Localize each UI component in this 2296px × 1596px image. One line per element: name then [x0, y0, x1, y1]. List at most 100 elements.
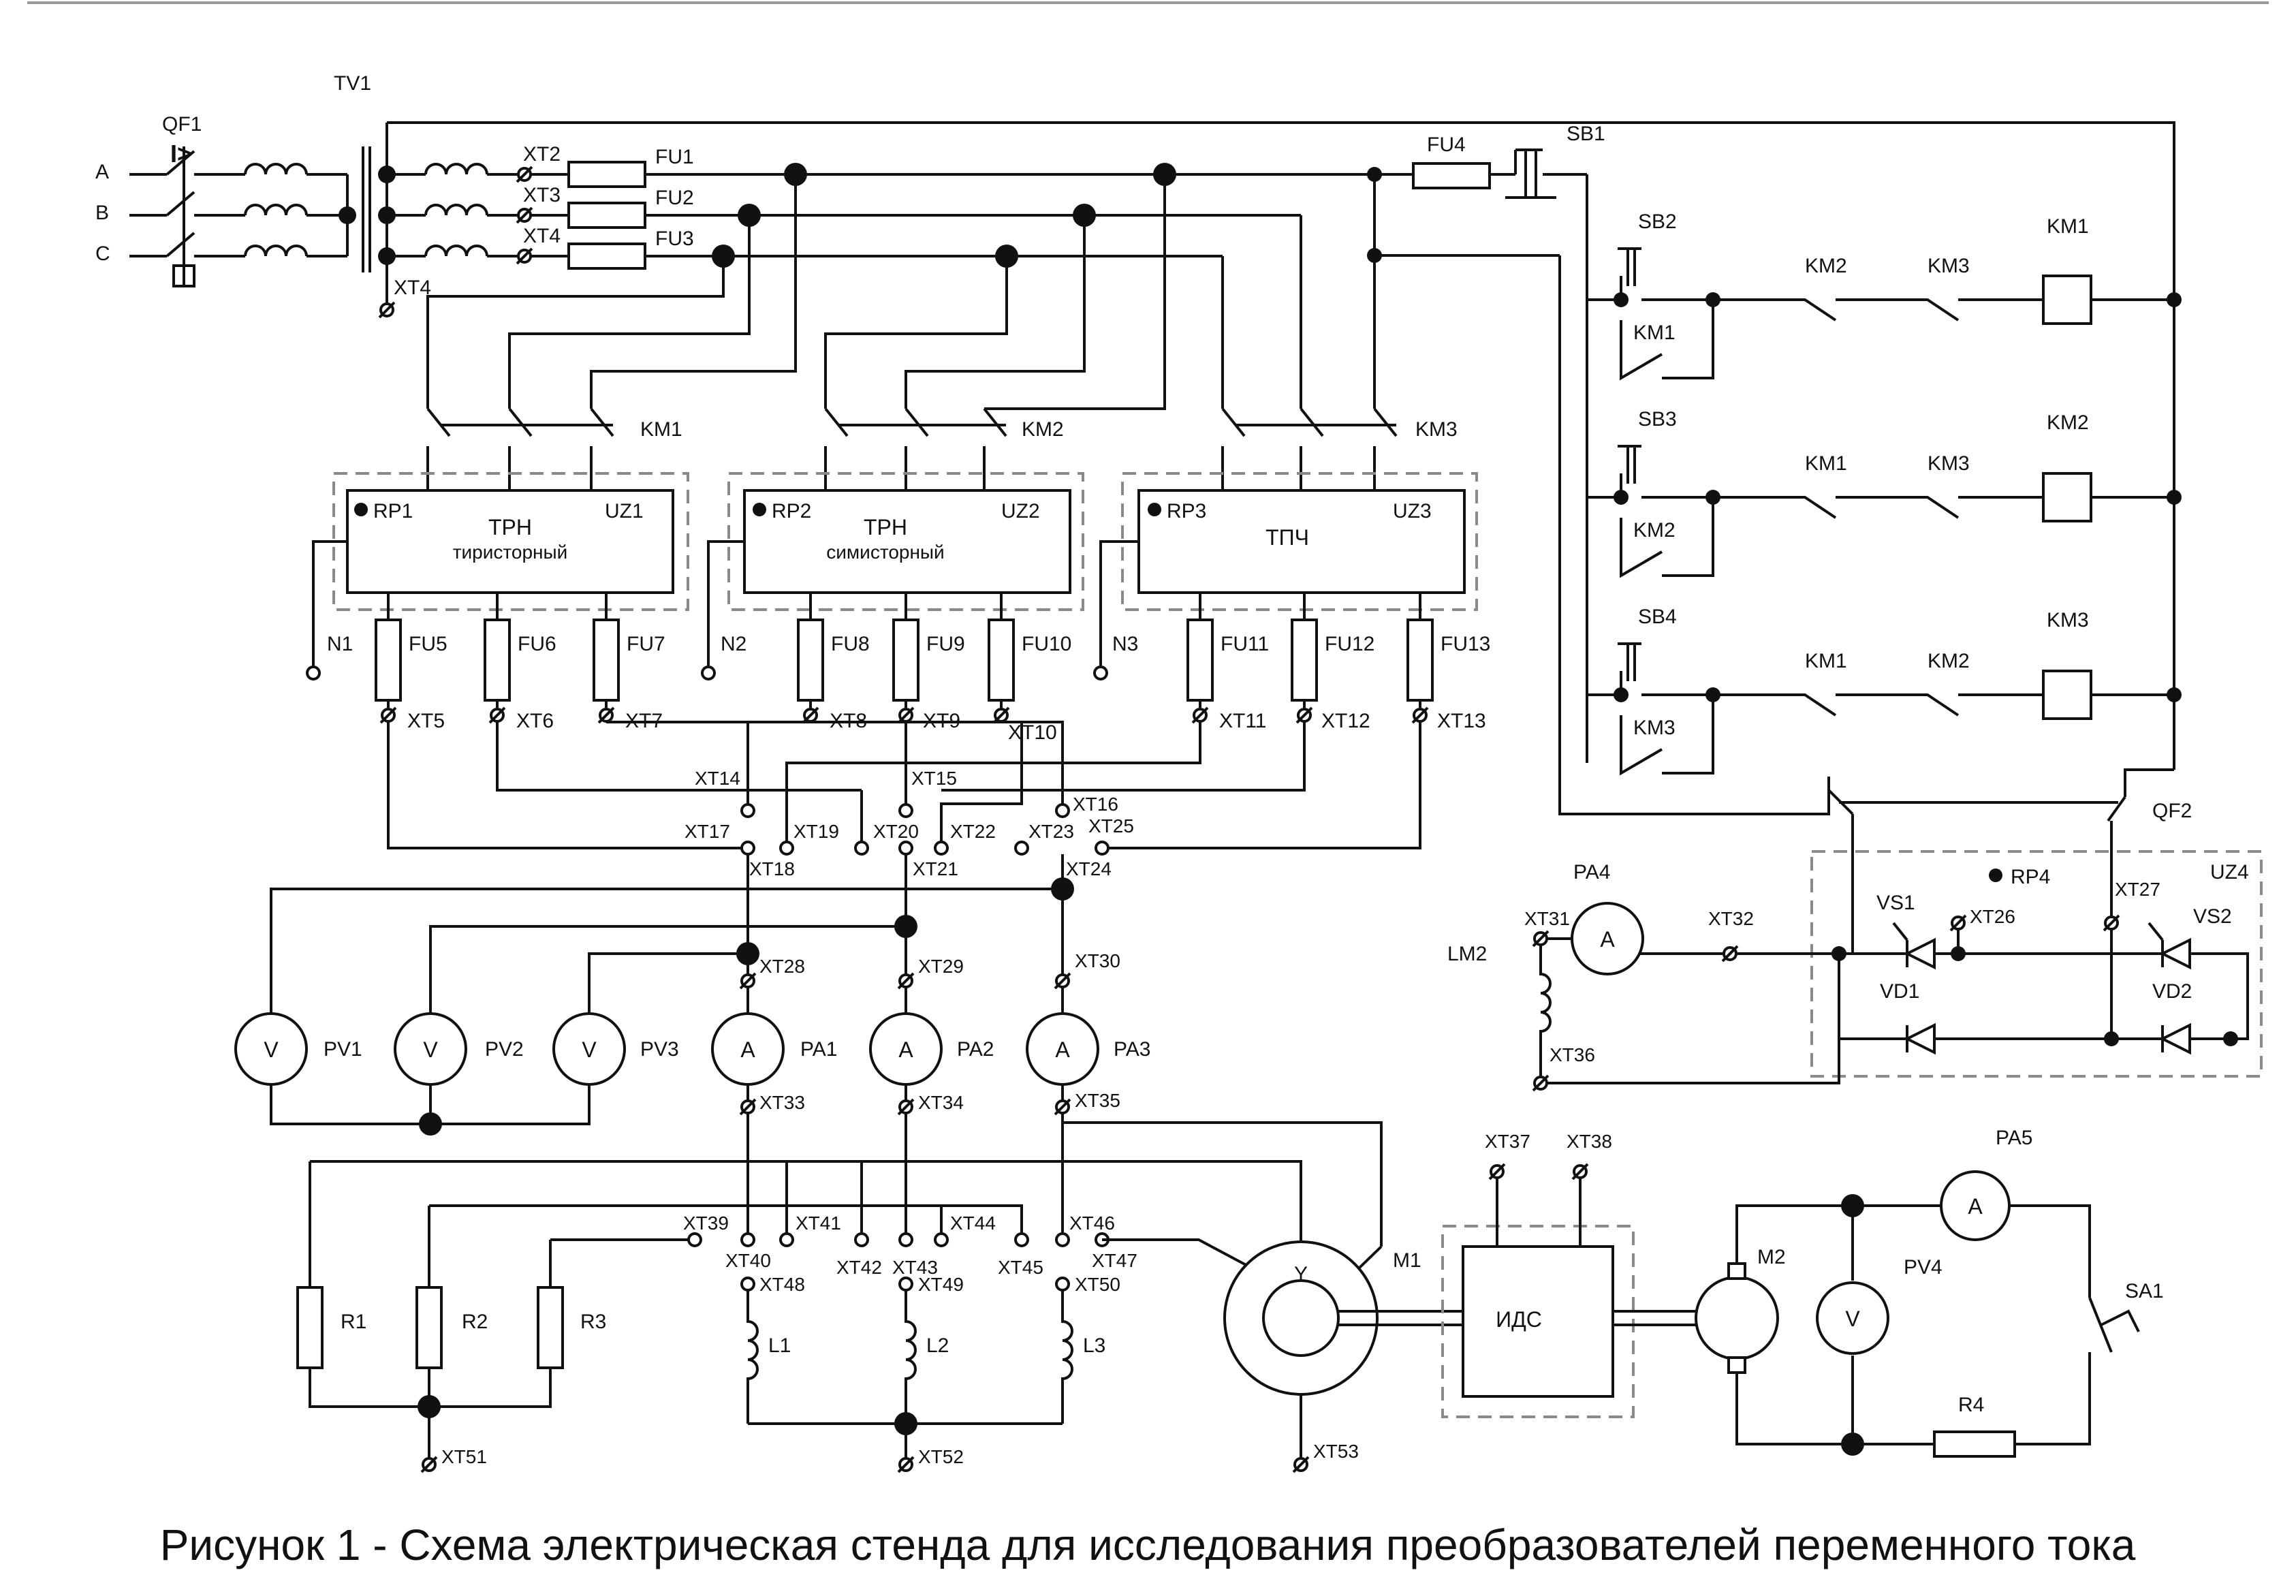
fuse-fu8 [797, 619, 824, 702]
vd1-label: VD1 [1880, 980, 1919, 1003]
vs2-label: VS2 [2193, 905, 2232, 928]
qf1-label: QF1 [162, 113, 202, 136]
coil-km1 [2042, 275, 2092, 325]
pa3-label: PA3 [1114, 1038, 1150, 1061]
xt51-label: XT51 [441, 1446, 487, 1467]
lm2-label: LM2 [1447, 943, 1487, 965]
motor-m2 [1695, 1276, 1779, 1360]
pv4-label: PV4 [1904, 1256, 1943, 1279]
xt17-label: XT17 [685, 821, 730, 842]
resistor-r2 [415, 1286, 443, 1369]
xt42-label: XT42 [836, 1257, 882, 1278]
xt32-label: XT32 [1708, 908, 1754, 929]
m2-label: M2 [1757, 1246, 1786, 1268]
voltmeter-pv3 [552, 1012, 626, 1086]
pa2-symbol: A [898, 1037, 913, 1062]
coil-km3 [2042, 670, 2092, 720]
block-ids [1462, 1245, 1614, 1398]
fuse-fu4 [1412, 162, 1491, 189]
uz1-subtitle: тиристорный [453, 542, 568, 563]
xt25-label: XT25 [1088, 815, 1134, 836]
terminal-field: XT14 XT15 XT16 XT17 XT18 XT19 XT20 XT21 … [387, 721, 1421, 879]
thyristor-vs1 [1904, 937, 1936, 970]
power-contactors: KM1 KM2 KM3 [426, 407, 1458, 490]
n2-label: N2 [721, 633, 746, 655]
inductor-l3 [1061, 1290, 1073, 1424]
fuse-fu1 [567, 161, 646, 188]
xt6-label: XT6 [516, 710, 554, 732]
km3-selfhold-label: KM3 [1633, 717, 1676, 739]
xt31-label: XT31 [1524, 908, 1570, 929]
r3-label: R3 [580, 1311, 606, 1333]
rung3-km2-label: KM2 [1928, 650, 1970, 672]
r4-label: R4 [1958, 1394, 1984, 1416]
uz2-title: ТРН [864, 515, 907, 539]
km2-power-label: KM2 [1022, 418, 1064, 441]
xt53-label: XT53 [1313, 1441, 1359, 1462]
km1-selfhold-label: KM1 [1633, 322, 1676, 344]
km1-power-label: KM1 [640, 418, 682, 441]
km2-selfhold-label: KM2 [1633, 519, 1676, 542]
pv2-symbol: V [423, 1037, 438, 1062]
uz3-rp-label: RP3 [1167, 500, 1206, 522]
thyristor-vs2 [2159, 937, 2191, 970]
rung3-km1-label: KM1 [1805, 650, 1847, 672]
xt27-label: XT27 [2115, 879, 2160, 900]
xt47-label: XT47 [1092, 1250, 1137, 1271]
l1-label: L1 [768, 1334, 791, 1357]
phase-a-label: A [95, 161, 109, 183]
xt50-label: XT50 [1075, 1274, 1120, 1295]
xt41-label: XT41 [796, 1212, 841, 1234]
m1-label: M1 [1393, 1249, 1421, 1272]
pa4-symbol: A [1600, 927, 1615, 952]
km3-power-label: KM3 [1415, 418, 1458, 441]
pa5-label: PA5 [1996, 1127, 2032, 1149]
machines-section: Y M1 XT53 ИДС XT37 XT38 M2 V PV4 A PA5 R… [1223, 1127, 2164, 1462]
rung1-km3-label: KM3 [1928, 255, 1970, 277]
rung1-km2-label: KM2 [1805, 255, 1847, 277]
sb1-label: SB1 [1567, 123, 1605, 145]
xt4-label: XT4 [523, 225, 561, 247]
fu2-label: FU2 [655, 187, 694, 209]
xt10-label: XT10 [1008, 721, 1057, 744]
coil-km2-label: KM2 [2047, 411, 2089, 434]
fu5-label: FU5 [409, 633, 447, 655]
xt36-label: XT36 [1550, 1044, 1595, 1065]
xt43-label: XT43 [892, 1257, 938, 1278]
xt4b-label: XT4 [394, 277, 431, 299]
uz4-label: UZ4 [2210, 861, 2249, 883]
measurement-section: V V V PV1 PV2 PV3 A A A PA1 PA2 PA3 XT28… [234, 854, 1150, 1136]
main-buses: FU4 SB1 [387, 121, 2175, 770]
sb3-label: SB3 [1638, 408, 1677, 431]
fuse-fu11 [1186, 619, 1214, 702]
rung2-km1-label: KM1 [1805, 452, 1847, 475]
fuse-fu7 [593, 619, 620, 702]
load-section: XT39 XT40 XT41 XT42 XT43 XT44 XT45 XT46 … [296, 1083, 1383, 1467]
block-uz1 [346, 489, 674, 594]
xt5-label: XT5 [407, 710, 445, 732]
xt35-label: XT35 [1075, 1090, 1120, 1111]
fu10-label: FU10 [1022, 633, 1071, 655]
sb4-label: SB4 [1638, 606, 1677, 628]
xt28-label: XT28 [759, 956, 805, 977]
resistor-r3 [537, 1286, 564, 1369]
rung2-km3-label: KM3 [1928, 452, 1970, 475]
inductor-l1 [746, 1290, 759, 1424]
pa1-label: PA1 [800, 1038, 837, 1061]
coil-km1-label: KM1 [2047, 215, 2089, 238]
pv4-symbol: V [1845, 1306, 1860, 1331]
uz2-label: UZ2 [1001, 500, 1040, 522]
xt52-label: XT52 [918, 1446, 964, 1467]
fu8-label: FU8 [831, 633, 870, 655]
xt19-label: XT19 [793, 821, 839, 842]
fuse-fu9 [892, 619, 919, 702]
xt3-label: XT3 [523, 184, 561, 206]
tv1-label: TV1 [334, 72, 371, 95]
xt13-label: XT13 [1437, 710, 1486, 732]
pv1-symbol: V [264, 1037, 279, 1062]
xt20-label: XT20 [873, 821, 919, 842]
uz1-rp-label: RP1 [373, 500, 413, 522]
l2-label: L2 [926, 1334, 949, 1357]
pa2-label: PA2 [957, 1038, 994, 1061]
xt49-label: XT49 [918, 1274, 964, 1295]
